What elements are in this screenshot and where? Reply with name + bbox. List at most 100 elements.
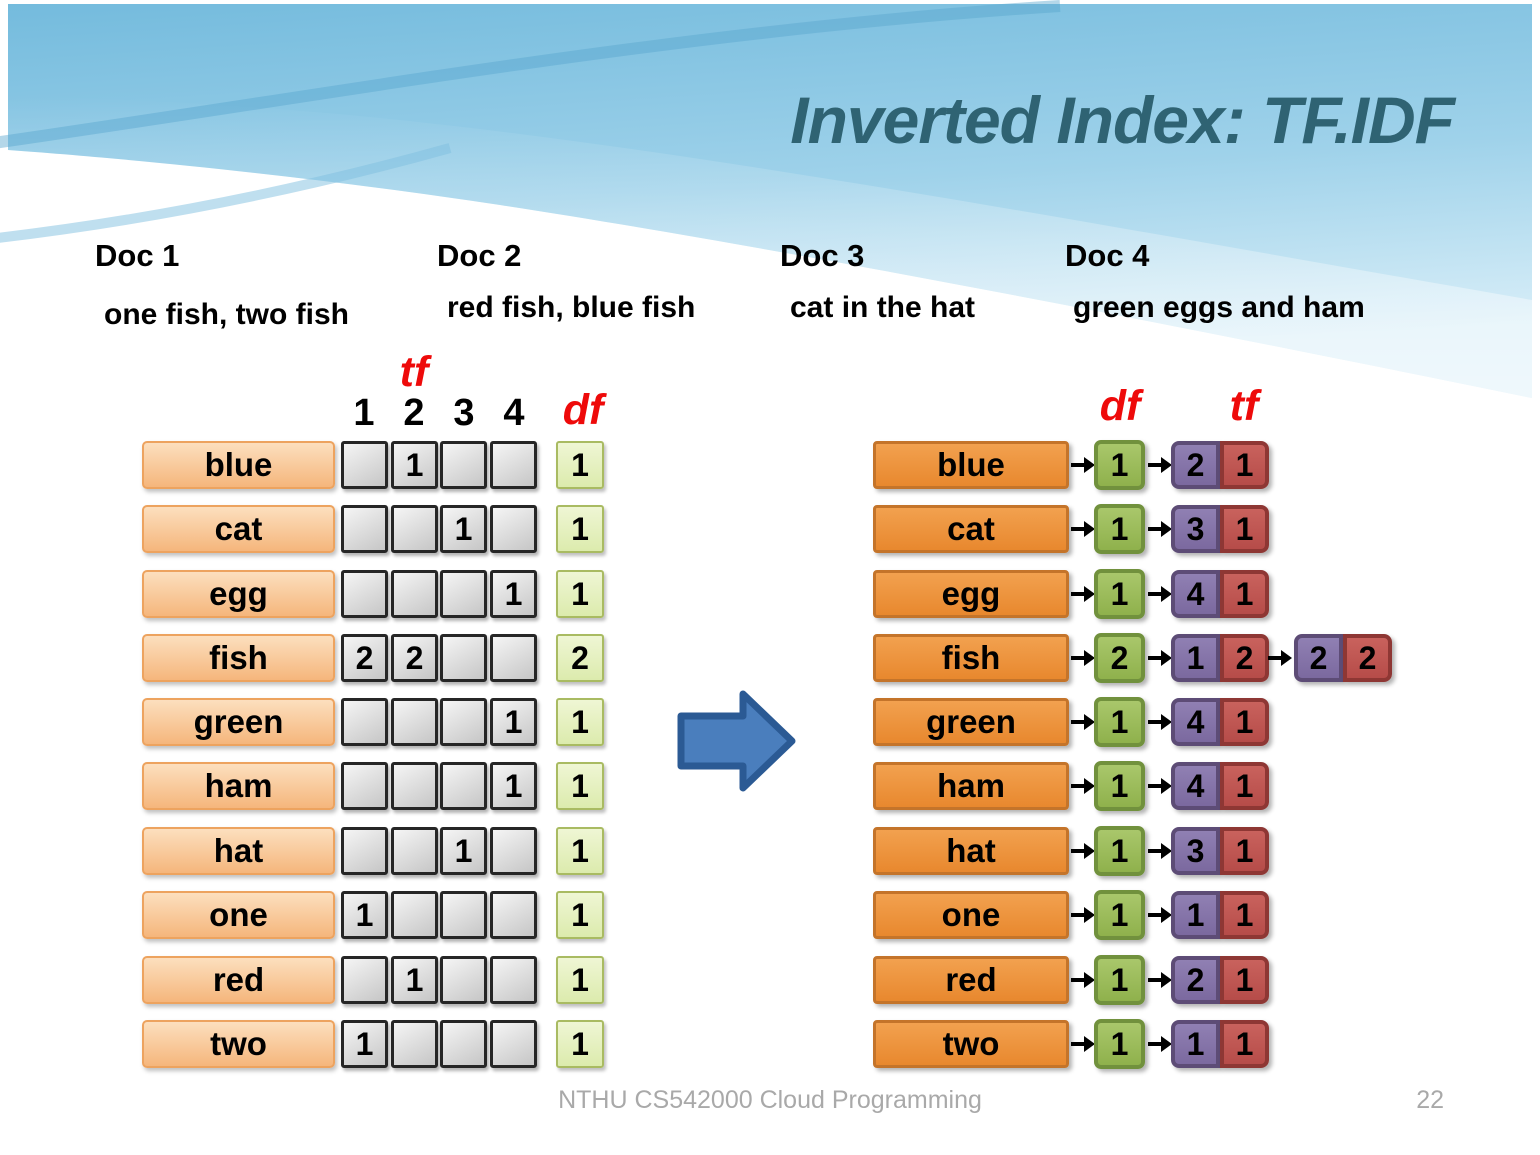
link-arrow-icon [1148, 586, 1172, 602]
index-row: hat 1 3 1 [0, 826, 1540, 876]
doc-column-header-3: 3 [453, 392, 475, 434]
tf-cell [440, 634, 487, 682]
term-box: blue [873, 441, 1069, 489]
tf-cell [490, 1020, 537, 1068]
term-box: egg [142, 570, 335, 618]
tf-cell [440, 570, 487, 618]
tf-cell: 1 [490, 762, 537, 810]
term-box: green [142, 698, 335, 746]
link-arrow-icon [1148, 907, 1172, 923]
df-box: 1 [1094, 569, 1145, 619]
link-arrow-icon [1071, 650, 1095, 666]
posting-doc-cell: 4 [1171, 698, 1220, 746]
index-row: two 1 1 1 [0, 1019, 1540, 1069]
tf-cell [341, 698, 388, 746]
tf-cell [391, 891, 438, 939]
posting-doc-cell: 2 [1171, 441, 1220, 489]
index-row: fish 2 1 2 2 2 [0, 633, 1540, 683]
posting-doc-cell: 4 [1171, 762, 1220, 810]
tf-cell [490, 891, 537, 939]
posting-tf-cell: 1 [1220, 698, 1269, 746]
df-cell: 1 [556, 505, 604, 553]
posting-doc-cell: 1 [1171, 634, 1220, 682]
tf-cell [391, 762, 438, 810]
link-arrow-icon [1071, 907, 1095, 923]
tf-cell [490, 956, 537, 1004]
posting-doc-cell: 1 [1171, 1020, 1220, 1068]
matrix-row: green 1 1 [0, 698, 1540, 746]
matrix-row: fish 2 2 2 [0, 634, 1540, 682]
df-cell: 1 [556, 1020, 604, 1068]
tf-cell [490, 827, 537, 875]
df-box: 2 [1094, 633, 1145, 683]
tf-cell: 1 [391, 956, 438, 1004]
posting-doc-cell: 3 [1171, 827, 1220, 875]
df-box: 1 [1094, 440, 1145, 490]
tf-cell [391, 698, 438, 746]
df-cell: 1 [556, 827, 604, 875]
link-arrow-icon [1071, 972, 1095, 988]
df-box: 1 [1094, 761, 1145, 811]
link-arrow-icon [1148, 778, 1172, 794]
tf-cell [440, 762, 487, 810]
index-row: one 1 1 1 [0, 890, 1540, 940]
link-arrow-icon [1071, 778, 1095, 794]
doc2-text: red fish, blue fish [447, 291, 696, 324]
term-box: two [142, 1020, 335, 1068]
tf-cell: 1 [341, 1020, 388, 1068]
df-box: 1 [1094, 955, 1145, 1005]
posting-tf-cell: 1 [1220, 1020, 1269, 1068]
tf-cell [490, 634, 537, 682]
doc1-label: Doc 1 [95, 238, 180, 273]
matrix-row: blue 1 1 [0, 441, 1540, 489]
tf-cell [490, 505, 537, 553]
doc2-label: Doc 2 [437, 238, 522, 273]
index-row: cat 1 3 1 [0, 504, 1540, 554]
term-box: fish [873, 634, 1069, 682]
link-arrow-icon [1071, 457, 1095, 473]
tf-cell [341, 827, 388, 875]
matrix-row: ham 1 1 [0, 762, 1540, 810]
df-cell: 1 [556, 698, 604, 746]
df-box: 1 [1094, 504, 1145, 554]
doc4-label: Doc 4 [1065, 238, 1150, 273]
matrix-row: two 1 1 [0, 1020, 1540, 1068]
tf-cell: 1 [490, 570, 537, 618]
term-box: hat [873, 827, 1069, 875]
df-cell: 1 [556, 891, 604, 939]
doc1-text: one fish, two fish [104, 298, 349, 331]
term-box: one [142, 891, 335, 939]
matrix-row: one 1 1 [0, 891, 1540, 939]
link-arrow-icon [1148, 650, 1172, 666]
tf-cell [391, 1020, 438, 1068]
tf-cell: 1 [490, 698, 537, 746]
df-box: 1 [1094, 1019, 1145, 1069]
link-arrow-icon [1268, 650, 1292, 666]
link-arrow-icon [1071, 586, 1095, 602]
index-row: ham 1 4 1 [0, 761, 1540, 811]
df-cell: 1 [556, 441, 604, 489]
df-box: 1 [1094, 697, 1145, 747]
matrix-row: cat 1 1 [0, 505, 1540, 553]
posting-tf-cell: 1 [1220, 956, 1269, 1004]
tf-cell [341, 441, 388, 489]
posting-tf-cell: 1 [1220, 827, 1269, 875]
wave-background [0, 0, 1532, 398]
tf-cell [440, 441, 487, 489]
tf-cell: 1 [440, 827, 487, 875]
link-arrow-icon [1148, 457, 1172, 473]
link-arrow-icon [1071, 843, 1095, 859]
tf-cell [391, 827, 438, 875]
term-box: green [873, 698, 1069, 746]
posting-doc-cell: 1 [1171, 891, 1220, 939]
posting-tf-cell: 1 [1220, 441, 1269, 489]
term-box: red [142, 956, 335, 1004]
doc-column-header-4: 4 [503, 392, 525, 434]
df-cell: 1 [556, 570, 604, 618]
doc-column-header-2: 2 [403, 392, 425, 434]
term-box: red [873, 956, 1069, 1004]
posting-doc-cell: 2 [1294, 634, 1343, 682]
tf-cell [440, 956, 487, 1004]
transform-arrow-icon [677, 690, 796, 792]
link-arrow-icon [1148, 1036, 1172, 1052]
